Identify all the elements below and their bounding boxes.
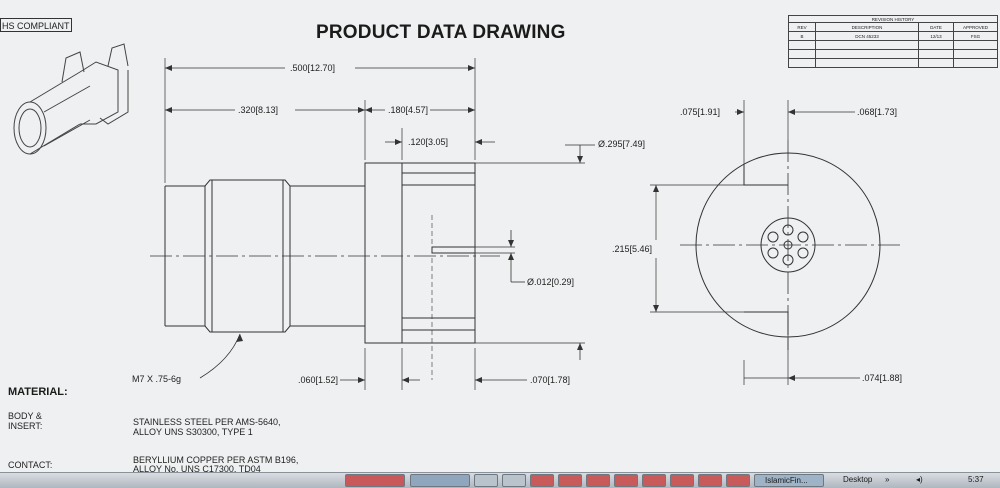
- dim-end-slot-right: .068[1.73]: [857, 107, 897, 117]
- contact-spec-line2: ALLOY No. UNS C17300, TD04: [133, 464, 261, 472]
- taskbar: IslamicFin... Desktop » ◂) 5:37: [0, 472, 1000, 488]
- dim-body-length: .320[8.13]: [238, 105, 278, 115]
- contact-spec-line1: BERYLLIUM COPPER PER ASTM B196,: [133, 455, 299, 465]
- pdf-app-button[interactable]: [586, 474, 610, 487]
- taskbar-app-button[interactable]: [474, 474, 498, 487]
- dim-slot-width: .120[3.05]: [408, 137, 448, 147]
- contact-label: CONTACT:: [8, 460, 53, 470]
- end-view: [680, 140, 900, 350]
- connector-isometric-icon: [13, 43, 129, 155]
- desktop-toolbar-label[interactable]: Desktop: [843, 475, 873, 484]
- technical-drawing: .500[12.70] .320[8.13] .180[4.57] .120[3…: [13, 43, 902, 390]
- clock[interactable]: 5:37: [968, 475, 984, 484]
- taskbar-app-button[interactable]: [345, 474, 405, 487]
- compliance-label: HS COMPLIANT: [0, 18, 72, 32]
- drawing-sheet: HS COMPLIANT PRODUCT DATA DRAWING REVISI…: [0, 0, 1000, 472]
- pdf-app-button[interactable]: [670, 474, 694, 487]
- dim-flange-dia: Ø.295[7.49]: [598, 139, 645, 149]
- pdf-app-button[interactable]: [726, 474, 750, 487]
- revision-history-table: REVISION HISTORY REV DESCRIPTION DATE AP…: [788, 15, 998, 68]
- body-insert-spec-line1: STAINLESS STEEL PER AMS-5640,: [133, 417, 281, 427]
- dim-end-height: .215[5.46]: [612, 244, 652, 254]
- dim-overall-length: .500[12.70]: [290, 63, 335, 73]
- dim-flange-length: .180[4.57]: [388, 105, 428, 115]
- side-view: [150, 162, 500, 380]
- tray-expand-icon[interactable]: »: [885, 475, 890, 484]
- taskbar-app-button[interactable]: [502, 474, 526, 487]
- taskbar-app-button[interactable]: [410, 474, 470, 487]
- table-row: [788, 58, 998, 68]
- dim-flange-offset: .070[1.78]: [530, 375, 570, 385]
- pdf-app-button[interactable]: [642, 474, 666, 487]
- dim-end-bottom-slot: .074[1.88]: [862, 373, 902, 383]
- page-title: PRODUCT DATA DRAWING: [316, 22, 566, 43]
- dim-thread: M7 X .75-6g: [132, 374, 181, 384]
- table-row: [788, 40, 998, 50]
- pdf-app-button[interactable]: [698, 474, 722, 487]
- dim-chamfer: .060[1.52]: [298, 375, 338, 385]
- material-heading: MATERIAL:: [8, 386, 68, 398]
- pdf-app-button[interactable]: [614, 474, 638, 487]
- dim-pin-dia: Ø.012[0.29]: [527, 277, 574, 287]
- pdf-app-button[interactable]: [558, 474, 582, 487]
- body-insert-spec-line2: ALLOY UNS S30300, TYPE 1: [133, 427, 253, 437]
- volume-icon[interactable]: ◂): [916, 475, 923, 484]
- pdf-app-button[interactable]: [530, 474, 554, 487]
- taskbar-window-button[interactable]: IslamicFin...: [754, 474, 824, 487]
- taskbar-window-label: IslamicFin...: [765, 476, 808, 485]
- body-insert-label: BODY & INSERT:: [8, 411, 43, 431]
- dim-end-slot-left: .075[1.91]: [680, 107, 720, 117]
